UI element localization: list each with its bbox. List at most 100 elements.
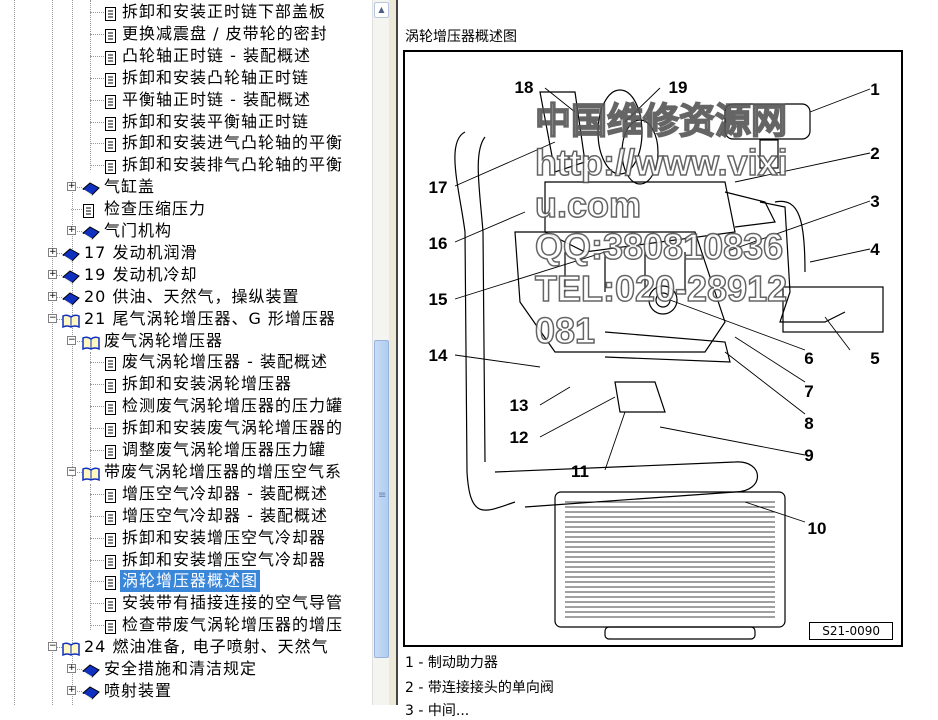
tree-item[interactable]: +气门机构 [0,220,372,242]
tree-guide-line [90,362,104,364]
document-icon [104,93,118,109]
tree-guide-line [52,318,62,320]
callout-number: 15 [429,290,448,309]
callout-number: 10 [808,519,827,538]
tree-guide-line [90,603,104,605]
tree-item[interactable]: −21 尾气涡轮增压器、G 形增压器 [0,308,372,330]
tree-guide-line [90,484,91,630]
book-icon [62,268,80,284]
tree-guide-line [90,428,104,430]
tree-item-label: 拆卸和安装废气涡轮增压器的 [122,418,344,438]
tree-item[interactable]: −带废气涡轮增压器的增压空气系 [0,461,372,483]
tree-guide-line [72,0,73,705]
open-book-icon [62,312,80,328]
tree-guide-line [90,493,104,495]
tree-item[interactable]: 调整废气涡轮增压器压力罐 [0,439,372,461]
expand-icon[interactable]: + [67,663,76,673]
tree-guide-line [90,55,104,57]
tree-item[interactable]: 拆卸和安装凸轮轴正时链 [0,67,372,89]
tree-item[interactable]: +20 供油、天然气，操纵装置 [0,286,372,308]
tree-item[interactable]: 拆卸和安装排气凸轮轴的平衡 [0,154,372,176]
tree-item[interactable]: 拆卸和安装平衡轴正时链 [0,111,372,133]
tree-guide-line [71,340,82,342]
tree-item[interactable]: 更换减震盘 / 皮带轮的密封 [0,23,372,45]
tree-item[interactable]: 拆卸和安装涡轮增压器 [0,373,372,395]
tree-guide-line [71,669,82,670]
collapse-icon[interactable]: − [67,334,76,345]
callout-number: 11 [571,462,589,481]
collapse-icon[interactable]: − [67,465,76,476]
tree-item[interactable]: 拆卸和安装正时链下部盖板 [0,1,372,23]
book-icon [82,662,100,678]
expand-icon[interactable]: + [48,268,57,279]
tree-item-label: 19 发动机冷却 [84,264,198,284]
expand-icon[interactable]: + [67,225,76,235]
tree-item[interactable]: +喷射装置 [0,680,372,702]
tree-item[interactable]: 拆卸和安装进气凸轮轴的平衡 [0,132,372,154]
collapse-icon[interactable]: − [48,312,57,323]
collapse-icon[interactable]: − [48,641,57,652]
tree-guide-line [90,33,104,35]
tree-item[interactable]: 平衡轴正时链 - 装配概述 [0,89,372,111]
tree-item[interactable]: 拆卸和安装增压空气冷却器 [0,549,372,571]
expand-icon[interactable]: + [67,181,76,192]
document-icon [104,5,118,21]
tree-guide-line [52,296,62,298]
figure-code-label: S21-0090 [809,622,893,640]
tree-item[interactable]: 检测废气涡轮增压器的压力罐 [0,395,372,417]
tree-item[interactable]: 废气涡轮增压器 - 装配概述 [0,351,372,373]
tree-guide-line [90,143,104,145]
tree-item[interactable]: 涡轮增压器概述图 [0,569,372,594]
callout-number: 13 [510,396,529,415]
tree-item-label: 拆卸和安装平衡轴正时链 [122,111,310,131]
scroll-up-button[interactable]: ▲ [374,2,389,18]
tree-item[interactable]: 拆卸和安装废气涡轮增压器的 [0,417,372,439]
expand-icon[interactable]: + [48,290,57,301]
tree-guide-line [90,450,104,451]
tree-guide-line [90,99,104,101]
scrollbar-thumb[interactable]: ≡ [374,340,389,658]
tree-item[interactable]: −24 燃油准备, 电子喷射、天然气 [0,636,372,658]
tree-item-label: 更换减震盘 / 皮带轮的密封 [122,23,328,43]
watermark-line: 中国维修资源网 [534,99,788,142]
tree-guide-line [90,352,91,470]
tree-item-label: 涡轮增压器概述图 [118,569,262,594]
document-icon [104,487,118,503]
tree-item[interactable]: 增压空气冷却器 - 装配概述 [0,483,372,505]
tree-item[interactable]: 凸轮轴正时链 - 装配概述 [0,45,372,67]
tree-item[interactable]: 检查带废气涡轮增压器的增压 [0,614,372,636]
expand-icon[interactable]: + [67,684,76,695]
tree-item[interactable]: +气缸盖 [0,176,372,198]
tree-item[interactable]: −废气涡轮增压器 [0,330,372,352]
tree-item[interactable]: 检查压缩压力 [0,198,372,220]
tree-item-label: 平衡轴正时链 - 装配概述 [122,89,311,109]
expand-icon[interactable]: + [48,246,57,257]
tree-item[interactable]: +17 发动机润滑 [0,242,372,264]
pane-splitter[interactable] [389,0,398,705]
tree-guide-line [52,274,62,276]
tree-item-label: 拆卸和安装增压空气冷却器 [122,549,327,569]
document-icon [82,202,96,219]
tree-item[interactable]: 增压空气冷却器 - 装配概述 [0,505,372,527]
watermark-line: http://www.vixiu.com [534,141,788,226]
document-icon [104,618,118,635]
document-icon [104,531,118,547]
tree-item[interactable]: 安装带有插接连接的空气导管 [0,592,372,614]
legend-item: 2 - 带连接接头的单向阀 [405,680,554,696]
document-icon [104,158,118,175]
callout-number: 5 [870,349,879,368]
tree-item-label: 拆卸和安装凸轮轴正时链 [122,67,310,87]
callout-number: 4 [870,240,880,259]
callout-number: 8 [804,414,813,433]
tree-guide-line [71,187,82,189]
tree-item[interactable]: +19 发动机冷却 [0,264,372,286]
tree-item[interactable]: 拆卸和安装增压空气冷却器 [0,527,372,549]
content-pane: 涡轮增压器概述图 [398,0,938,719]
tree-vertical-scrollbar[interactable]: ▲ ≡ [372,0,389,705]
grip-icon: ≡ [378,490,387,501]
tree-item-label: 增压空气冷却器 - 装配概述 [122,505,328,525]
navigation-tree[interactable]: 拆卸和安装正时链下部盖板更换减震盘 / 皮带轮的密封凸轮轴正时链 - 装配概述拆… [0,0,372,705]
tree-item[interactable]: +安全措施和清洁规定 [0,658,372,680]
tree-item-label: 拆卸和安装进气凸轮轴的平衡 [122,133,344,153]
